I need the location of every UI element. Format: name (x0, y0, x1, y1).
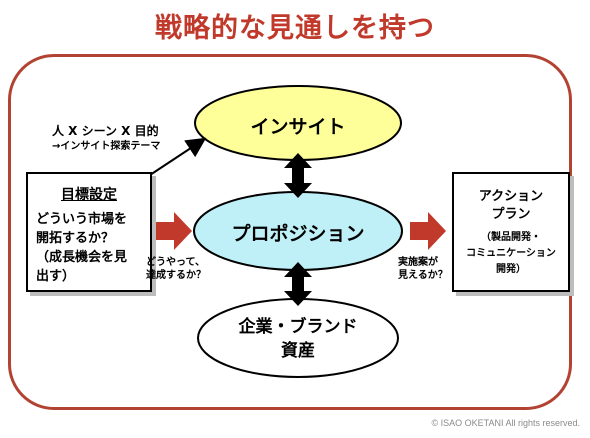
assets-label-line: 企業・ブランド (238, 317, 358, 337)
left-question-line: どうやって、 (146, 257, 205, 268)
left-question-note: どうやって、 達成するか？ (146, 256, 206, 282)
assets-label-line: 資産 (281, 341, 315, 361)
insight-pointer-arrow (149, 137, 207, 176)
page-title: 戦略的な見通しを持つ (155, 13, 435, 44)
red-arrow-right (410, 212, 446, 250)
red-arrow-left (156, 212, 192, 250)
action-plan-title: アクション プラン (454, 188, 568, 224)
action-detail-line: 開発） (496, 264, 526, 275)
goal-line: 出す） (36, 269, 76, 284)
goal-line: （成長機会を見 (36, 250, 128, 265)
right-question-note: 実施案が 見えるか？ (398, 256, 448, 282)
action-title-line: アクション (478, 189, 544, 204)
double-arrow-bottom (284, 262, 312, 306)
insight-note-line: →インサイト探索テーマ (52, 141, 161, 152)
copyright-footer: © ISAO OKETANI All rights reserved. (431, 418, 580, 428)
assets-label: 企業・ブランド 資産 (196, 315, 400, 363)
outer-frame (8, 54, 572, 410)
right-question-line: 実施案が (398, 257, 438, 268)
action-title-line: プラン (491, 207, 531, 222)
insight-note-line: 人 X シーン X 目的 (52, 124, 159, 138)
action-detail-line: コミュニケーション (466, 248, 556, 259)
double-arrow-top (284, 153, 312, 198)
goal-heading: 目標設定 (61, 187, 117, 203)
action-detail-line: （製品開発・ (481, 232, 541, 243)
goal-line: 開拓するか？ (36, 231, 115, 246)
goal-box: 目標設定 どういう市場を 開拓するか？ （成長機会を見 出す） (26, 172, 152, 292)
insight-theme-note: 人 X シーン X 目的 →インサイト探索テーマ (52, 123, 160, 155)
action-plan-detail: （製品開発・ コミュニケーション 開発） (454, 230, 568, 278)
right-question-line: 見えるか？ (398, 270, 448, 281)
left-question-line: 達成するか？ (146, 270, 206, 281)
goal-line: どういう市場を (36, 212, 128, 227)
insight-label: インサイト (250, 116, 346, 138)
action-plan-box: アクション プラン （製品開発・ コミュニケーション 開発） (452, 172, 570, 292)
proposition-label: プロポジション (231, 223, 365, 245)
goal-body: どういう市場を 開拓するか？ （成長機会を見 出す） (36, 210, 148, 286)
